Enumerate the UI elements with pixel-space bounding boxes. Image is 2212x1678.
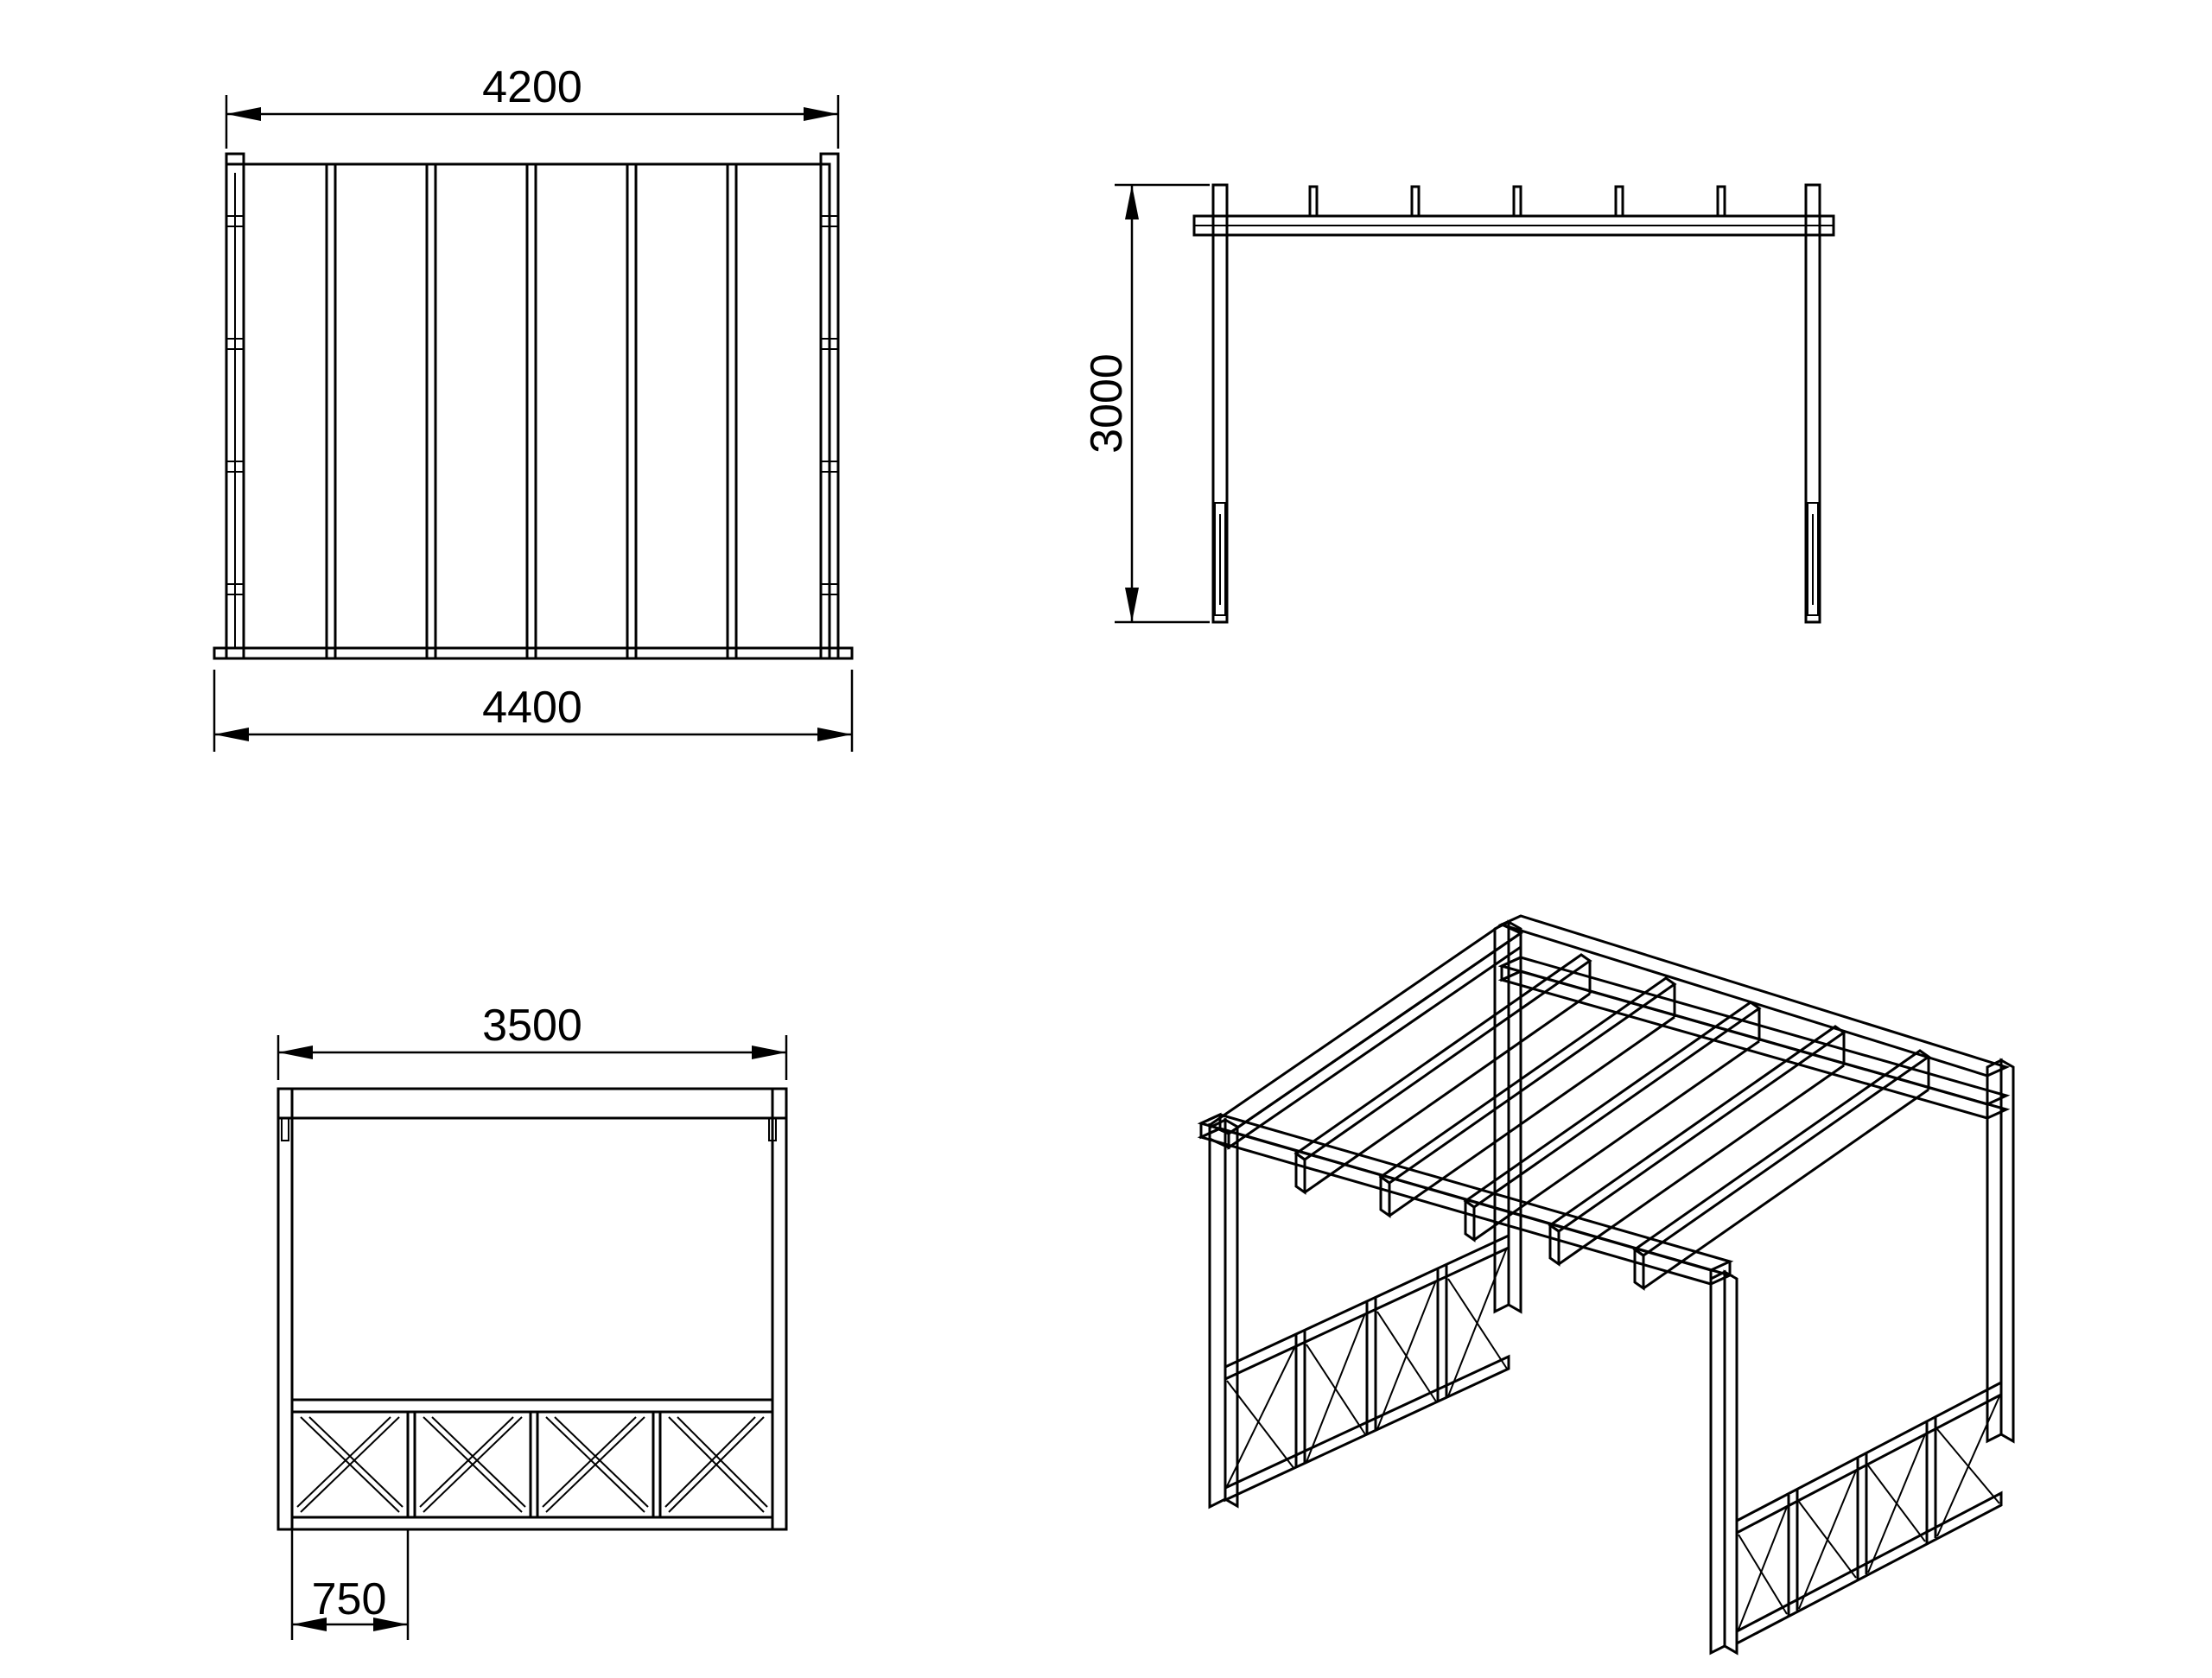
dim-3500-label: 3500 <box>482 1001 582 1051</box>
front-elevation: 3500 750 <box>276 1001 788 1640</box>
dim-4400-label: 4400 <box>482 683 582 733</box>
dim-4200-label: 4200 <box>482 62 582 112</box>
plan-view: 4200 4400 <box>213 62 854 752</box>
dim-3000-label: 3000 <box>1082 353 1132 454</box>
dim-750-label: 750 <box>312 1574 387 1624</box>
side-elevation: 3000 <box>1082 183 1835 624</box>
isometric-view <box>1197 914 2015 1656</box>
